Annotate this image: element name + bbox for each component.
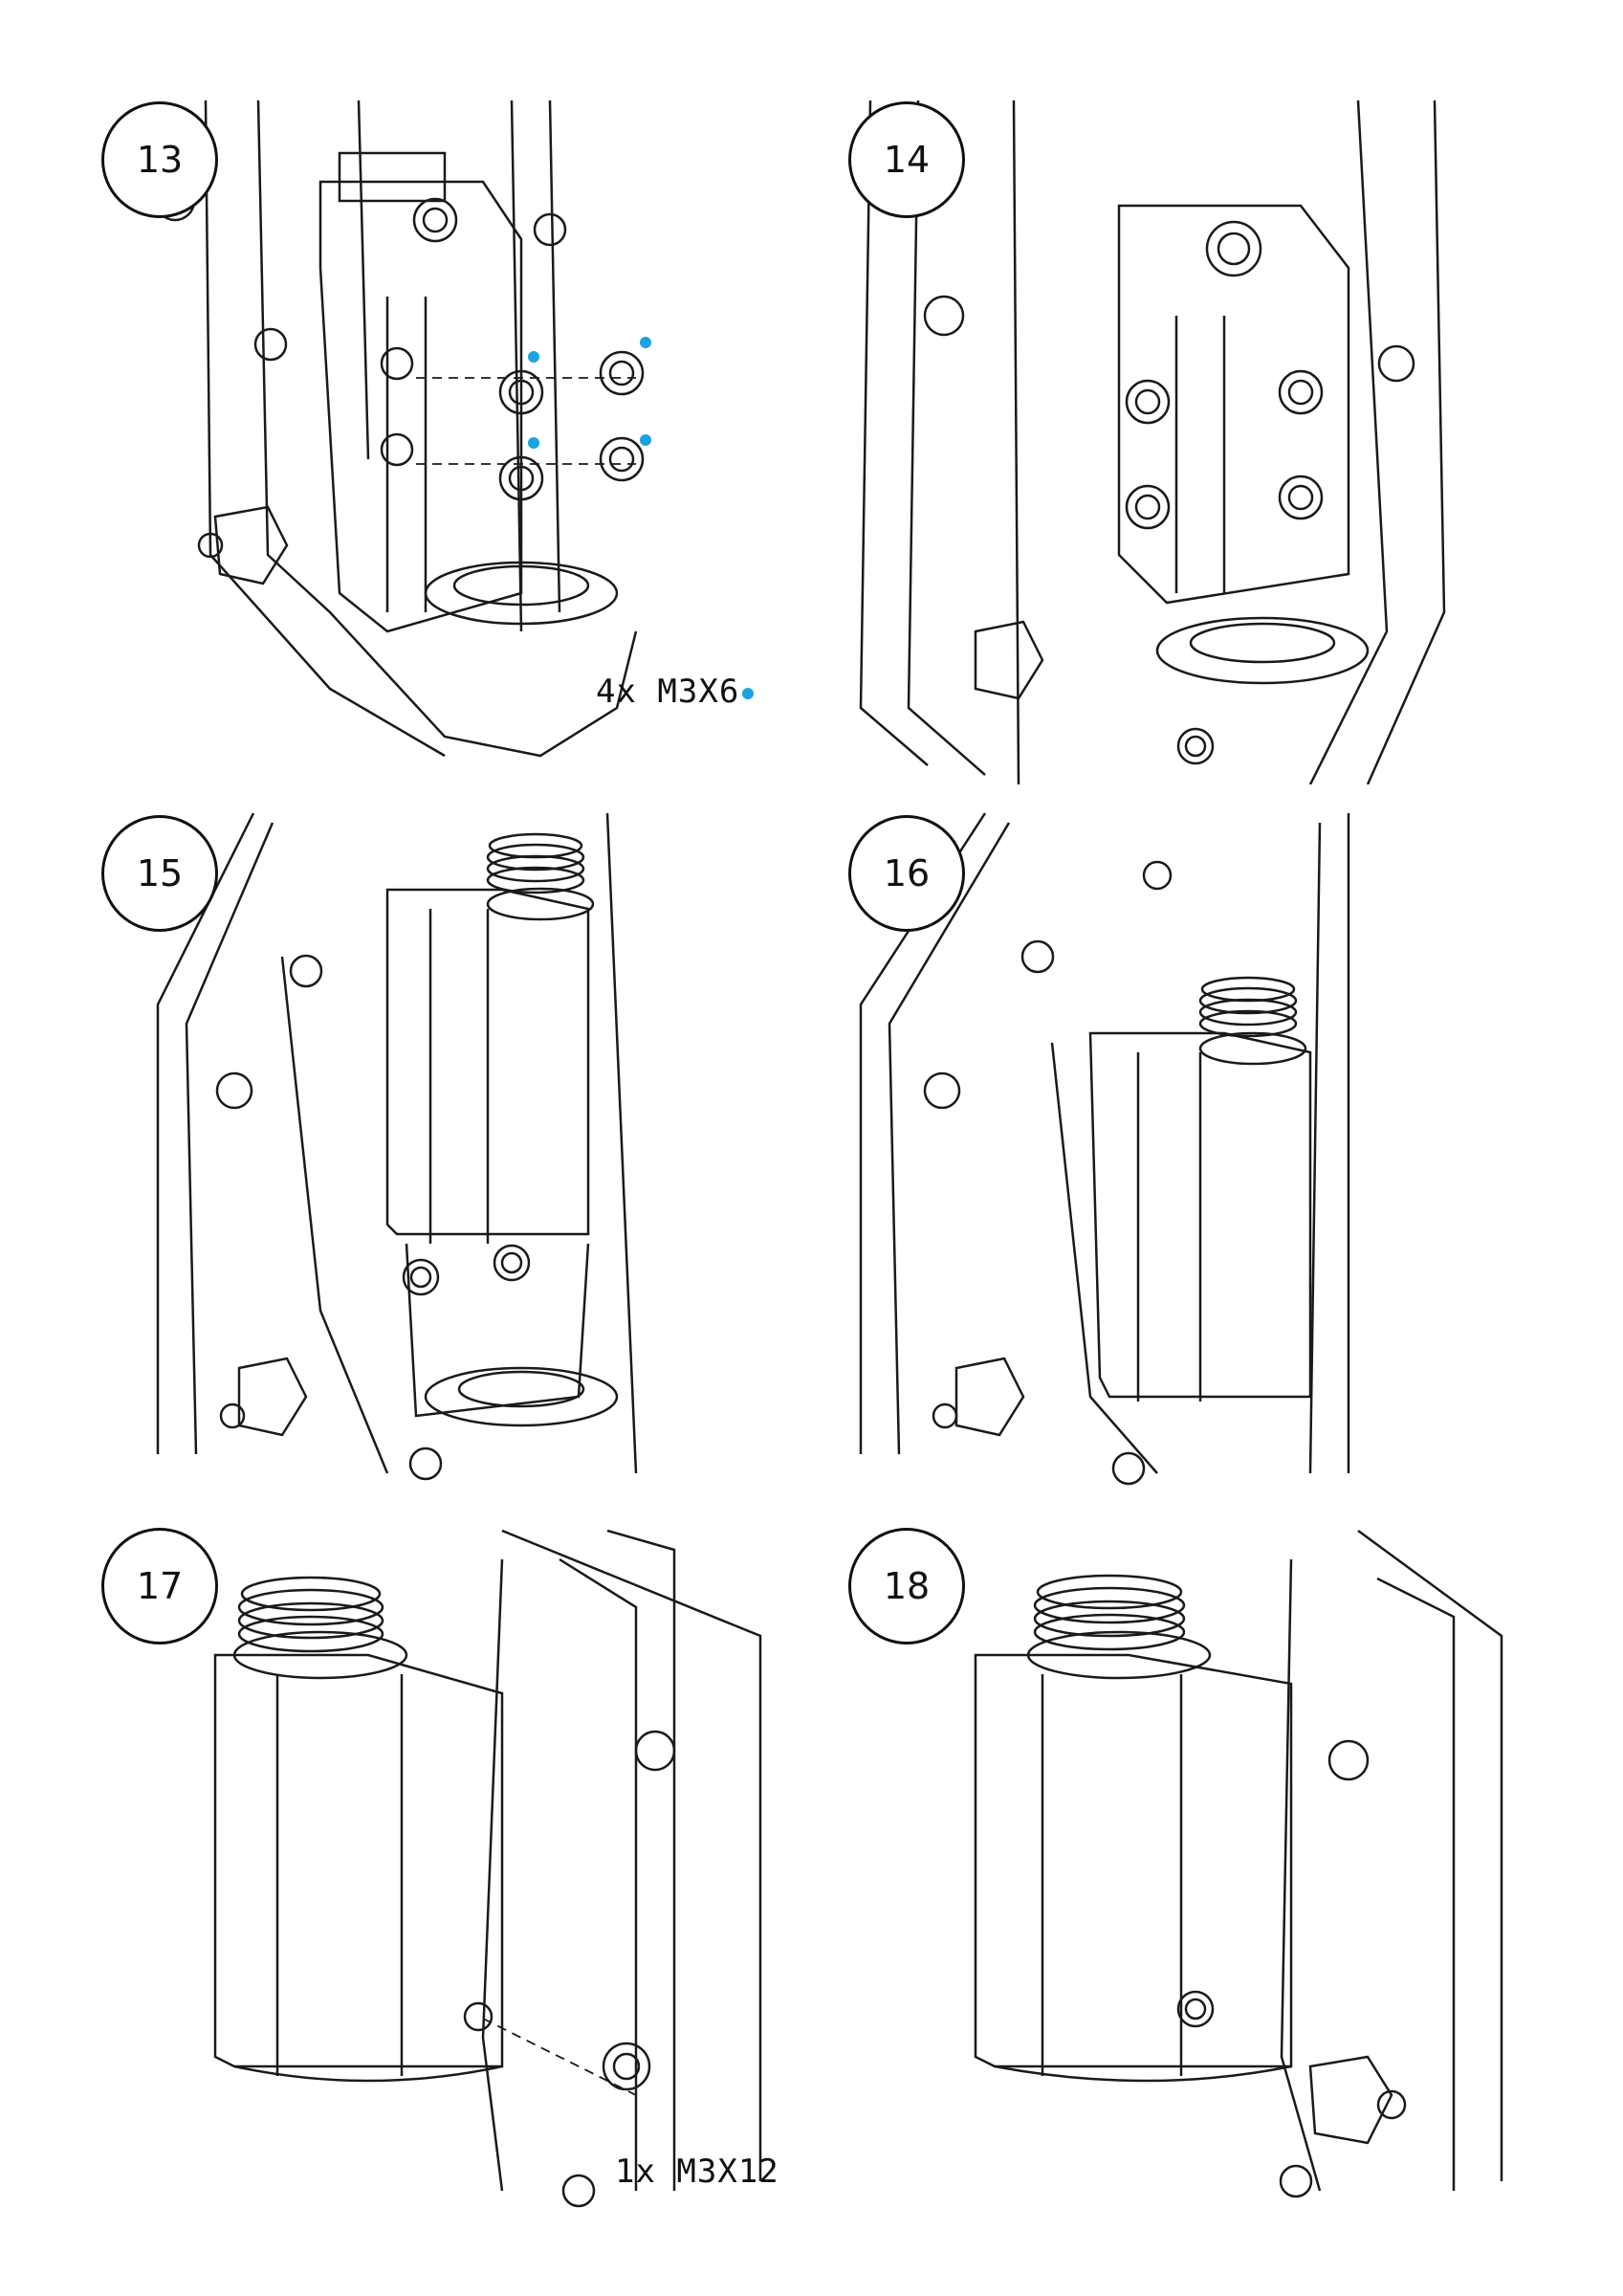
step-17-badge: 17 xyxy=(101,1528,218,1645)
screw-marker-2 xyxy=(640,337,651,348)
step-18-badge: 18 xyxy=(848,1528,965,1645)
step-16-badge: 16 xyxy=(848,815,965,932)
step-15-badge: 15 xyxy=(101,815,218,932)
step-14-panel xyxy=(851,96,1473,784)
screw-marker-3 xyxy=(528,437,539,449)
step-13-badge: 13 xyxy=(101,101,218,218)
step-13-panel xyxy=(100,96,741,784)
step-13-illustration xyxy=(154,99,645,758)
screw-marker-4 xyxy=(640,434,651,446)
step-14-illustration xyxy=(859,99,1446,784)
screw-marker-icon xyxy=(742,687,755,699)
screw-marker-1 xyxy=(528,351,539,363)
step-17-callout: 1x M3X12 xyxy=(615,2152,779,2191)
step-15-illustration xyxy=(156,812,638,1481)
step-18-panel xyxy=(842,1521,1511,2229)
step-18-illustration xyxy=(974,1529,1503,2198)
step-17-panel xyxy=(100,1521,770,2229)
step-16-panel xyxy=(851,804,1473,1492)
step-13-callout: 4x M3X6 xyxy=(596,673,755,711)
step-13-screw-markers xyxy=(528,337,651,449)
step-17-illustration xyxy=(213,1529,762,2208)
step-13-hardware-label: 4x M3X6 xyxy=(596,673,740,711)
step-16-illustration xyxy=(859,812,1350,1486)
step-15-panel xyxy=(100,804,741,1492)
step-14-badge: 14 xyxy=(848,101,965,218)
